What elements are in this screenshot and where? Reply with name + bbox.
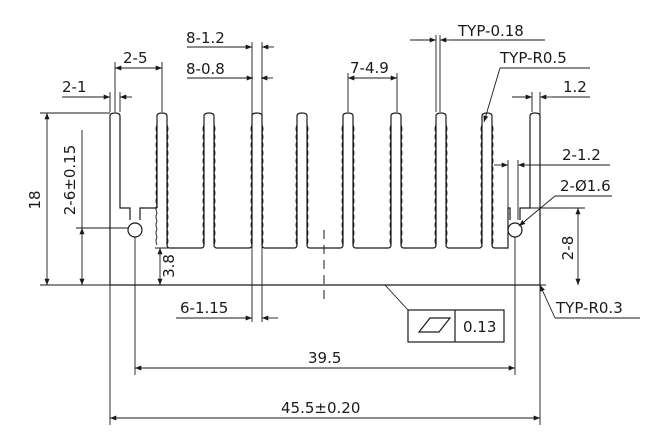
fin-serrations xyxy=(155,124,494,246)
dim-overall-width-label: 45.5±0.20 xyxy=(281,399,360,417)
mounting-hole-left xyxy=(127,222,143,238)
fin-serration xyxy=(445,124,448,246)
dim-hole-dia-label: 2-Ø1.6 xyxy=(560,177,611,195)
fin-serration xyxy=(434,124,437,246)
fin-serration xyxy=(306,124,309,246)
flatness-value-label: 0.13 xyxy=(463,318,496,336)
fin-serration xyxy=(166,124,169,246)
dim-right-fin: 1.2 xyxy=(512,78,590,112)
dim-inner-width: 39.5 xyxy=(134,237,516,375)
fin-serration xyxy=(295,124,298,246)
fin-serration xyxy=(213,124,216,246)
note-typ-radius-base-label: TYP-R0.3 xyxy=(555,299,623,317)
dim-base-gap: 6-1.15 xyxy=(176,299,278,321)
dim-fin-gap-label: 8-0.8 xyxy=(186,60,225,78)
fin-serration xyxy=(491,124,494,246)
note-typ-radius-top-label: TYP-R0.5 xyxy=(499,49,567,67)
dim-inner-pitch: 7-4.9 xyxy=(347,59,398,112)
dim-typ-thickness: TYP-0.18 xyxy=(410,22,545,112)
dim-overall-width: 45.5±0.20 xyxy=(109,112,541,425)
fin-serration xyxy=(389,124,392,246)
fin-serration xyxy=(352,124,355,246)
fin-serration xyxy=(480,124,483,246)
dim-inner-width-label: 39.5 xyxy=(308,349,341,367)
dim-fin-gap: 8-0.8 xyxy=(186,60,273,81)
flatness-callout: 0.13 xyxy=(384,284,505,343)
dim-base-thickness-label: 3.8 xyxy=(160,254,178,278)
flatness-symbol-icon xyxy=(417,317,452,333)
dim-edge-fin-label: 2-1 xyxy=(62,78,87,96)
dim-slot-width: 2-1.2 xyxy=(494,146,610,220)
dim-base-thickness: 3.8 xyxy=(155,247,178,285)
fin-serration xyxy=(341,124,344,246)
dim-slot-width-label: 2-1.2 xyxy=(562,146,601,164)
dim-hole-height-label: 2-8 xyxy=(559,236,577,261)
fin-serration xyxy=(400,124,403,246)
dim-slot-height-label: 2-6±0.15 xyxy=(61,145,79,215)
fin-serration xyxy=(155,124,158,246)
dim-typ-thickness-label: TYP-0.18 xyxy=(457,22,524,40)
dim-inner-pitch-label: 7-4.9 xyxy=(350,59,389,77)
note-typ-radius-base: TYP-R0.3 xyxy=(539,284,640,319)
dim-fin-pitch: 8-1.2 xyxy=(186,29,274,50)
fin-serration xyxy=(261,124,264,246)
dim-edge-fin: 2-1 xyxy=(62,78,132,112)
heatsink-outline xyxy=(109,112,541,286)
fin-serration xyxy=(202,124,205,246)
dim-total-height: 18 xyxy=(26,112,110,285)
dim-hole-dia: 2-Ø1.6 xyxy=(518,177,612,227)
dim-base-gap-label: 6-1.15 xyxy=(180,299,228,317)
note-typ-radius-top: TYP-R0.5 xyxy=(483,49,590,123)
dim-slot-height: 2-6±0.15 xyxy=(61,130,128,285)
dim-fin-pitch-label: 8-1.2 xyxy=(186,29,225,47)
dim-edge-pitch-label: 2-5 xyxy=(123,49,148,67)
dim-total-height-label: 18 xyxy=(26,190,44,209)
dim-right-fin-label: 1.2 xyxy=(563,78,587,96)
dim-edge-pitch: 2-5 xyxy=(114,49,163,112)
fin-serration xyxy=(250,124,253,246)
dim-hole-height: 2-8 xyxy=(522,207,585,285)
